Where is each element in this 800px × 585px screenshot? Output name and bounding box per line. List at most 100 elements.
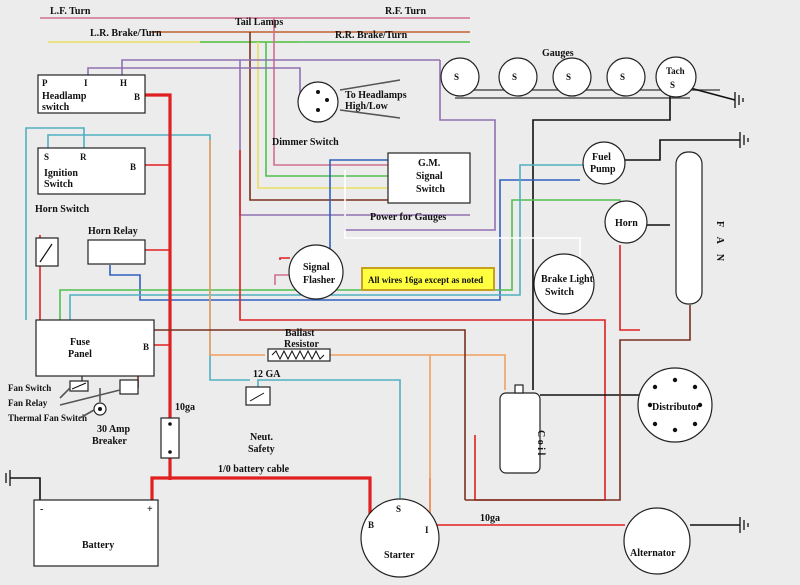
headlamp-h-wire	[121, 59, 440, 75]
signal-flasher: Signal Flasher	[288, 244, 344, 300]
alternator-label: Alternator	[630, 548, 676, 559]
to-headlamps-label-2: High/Low	[345, 101, 389, 112]
signal-flasher-label-2: Flasher	[303, 275, 336, 286]
headlamp-switch-label-1: Headlamp	[42, 91, 87, 102]
lr-brake-turn-label: L.R. Brake/Turn	[90, 28, 162, 39]
gauge-1: S	[440, 57, 480, 97]
brake-light-switch: Brake Light Switch	[533, 253, 595, 315]
distributor-label: Distributor	[652, 402, 701, 413]
gauge-2: S	[498, 57, 538, 97]
main-power-red-wire	[145, 93, 172, 480]
ground-symbol-fuel-pump	[739, 132, 749, 148]
fuse-panel: Fuse Panel B	[35, 319, 155, 377]
note-box: All wires 16ga except as noted	[361, 267, 495, 291]
gauge-4-s-terminal: S	[620, 72, 625, 82]
ignition-s-terminal: S	[44, 152, 49, 162]
starter-label: Starter	[384, 550, 415, 561]
thirty-amp-breaker	[160, 417, 180, 459]
starter-s-terminal: S	[396, 504, 401, 514]
ballast-label-2: Resistor	[284, 339, 320, 350]
ballast-orange-wire	[209, 140, 265, 356]
headlamp-lo-wire	[339, 109, 401, 119]
fuse-to-horn-relay-wire	[109, 179, 580, 301]
signal-flasher-label-1: Signal	[303, 262, 330, 273]
ten-ga-label-a: 10ga	[175, 402, 195, 413]
ignition-r-wire	[25, 127, 85, 320]
headlamp-i-terminal: I	[84, 78, 88, 88]
fan-switch-label: Fan Switch	[8, 383, 51, 393]
neut-label-1: Neut.	[250, 432, 274, 443]
fuel-pump-label-2: Pump	[590, 164, 616, 175]
headlamp-hi-wire	[339, 79, 401, 91]
thermal-fan-switch-label: Thermal Fan Switch	[8, 413, 87, 423]
fuel-pump-label-1: Fuel	[592, 152, 611, 163]
lr-turn-drop-wire	[257, 42, 390, 189]
ballast-resistor: Ballast Resistor	[267, 328, 331, 362]
fan-label: F A N	[714, 221, 725, 265]
gauge-2-s-terminal: S	[512, 72, 517, 82]
rr-turn-drop-wire	[265, 42, 390, 177]
neut-to-starter-wire	[257, 379, 401, 510]
battery: - + Battery	[33, 499, 159, 567]
ignition-r-terminal: R	[80, 152, 87, 162]
horn-relay	[87, 239, 146, 265]
ground-symbol-tach	[734, 92, 744, 108]
fan-relay-leader	[59, 389, 121, 406]
gauge-1-s-terminal: S	[454, 72, 459, 82]
gauge-3: S	[552, 57, 592, 97]
alternator-10ga-wire	[429, 478, 625, 526]
horn-label: Horn	[615, 218, 638, 229]
thermal-leader	[79, 409, 95, 419]
tail-lamps-label: Tail Lamps	[235, 17, 283, 28]
headlamp-switch-label-2: switch	[42, 102, 70, 113]
headlamp-h-terminal: H	[120, 78, 127, 88]
tach-s-terminal: S	[670, 80, 675, 90]
brake-light-cyan-wire	[69, 164, 585, 320]
tach-label: Tach	[666, 66, 685, 76]
battery-label: Battery	[82, 540, 114, 551]
tach-gauge: Tach S	[655, 56, 697, 98]
fan-brown-wire	[465, 305, 691, 501]
power-for-gauges-label: Power for Gauges	[370, 212, 446, 223]
battery-ground-wire	[10, 477, 41, 500]
battery-minus-terminal: -	[40, 504, 43, 515]
battery-cable-label: 1/0 battery cable	[218, 464, 290, 475]
rf-turn-drop-wire	[273, 18, 390, 166]
rr-brake-turn-label: R.R. Brake/Turn	[335, 30, 408, 41]
coil: C o i l	[499, 384, 546, 474]
gauge-4: S	[606, 57, 646, 97]
fuel-pump-red-wire	[239, 150, 606, 501]
breaker-label-2: Breaker	[92, 436, 127, 447]
fan-switch	[69, 380, 89, 392]
fan: F A N	[675, 151, 725, 305]
headlamp-i-wire	[87, 67, 301, 100]
flasher-gm-wire	[279, 257, 290, 260]
gm-label-1: G.M.	[418, 158, 441, 169]
tach-ground-wire	[689, 87, 736, 101]
fuse-panel-label-2: Panel	[68, 349, 92, 360]
horn-red-wire	[619, 245, 640, 331]
brake-light-label-1: Brake Light	[541, 274, 594, 285]
brake-light-label-2: Switch	[545, 287, 574, 298]
ground-symbol-alternator	[739, 517, 749, 533]
gm-label-3: Switch	[416, 184, 445, 195]
horn-switch	[35, 237, 59, 267]
twelve-ga-label: 12 GA	[253, 369, 281, 380]
starter: B S I Starter	[360, 498, 440, 578]
ignition-switch: S R Ignition Switch B	[37, 147, 146, 195]
headlamp-switch: P I H B Headlamp switch	[37, 74, 146, 114]
gauge-3-s-terminal: S	[566, 72, 571, 82]
neutral-safety-switch: Neut. Safety	[245, 386, 275, 455]
fan-switch-leader	[59, 387, 71, 399]
tach-signal-wire	[532, 90, 671, 390]
distributor: Distributor	[637, 367, 713, 443]
gm-signal-switch: G.M. Signal Switch Power for Gauges	[370, 152, 471, 223]
ignition-switch-label-2: Switch	[44, 179, 73, 190]
lf-turn-label: L.F. Turn	[50, 6, 91, 17]
gm-label-2: Signal	[416, 171, 443, 182]
tail-lamps-drop-wire	[249, 32, 390, 201]
fuel-pump: Fuel Pump	[582, 141, 626, 185]
fan-relay-label: Fan Relay	[8, 398, 48, 408]
